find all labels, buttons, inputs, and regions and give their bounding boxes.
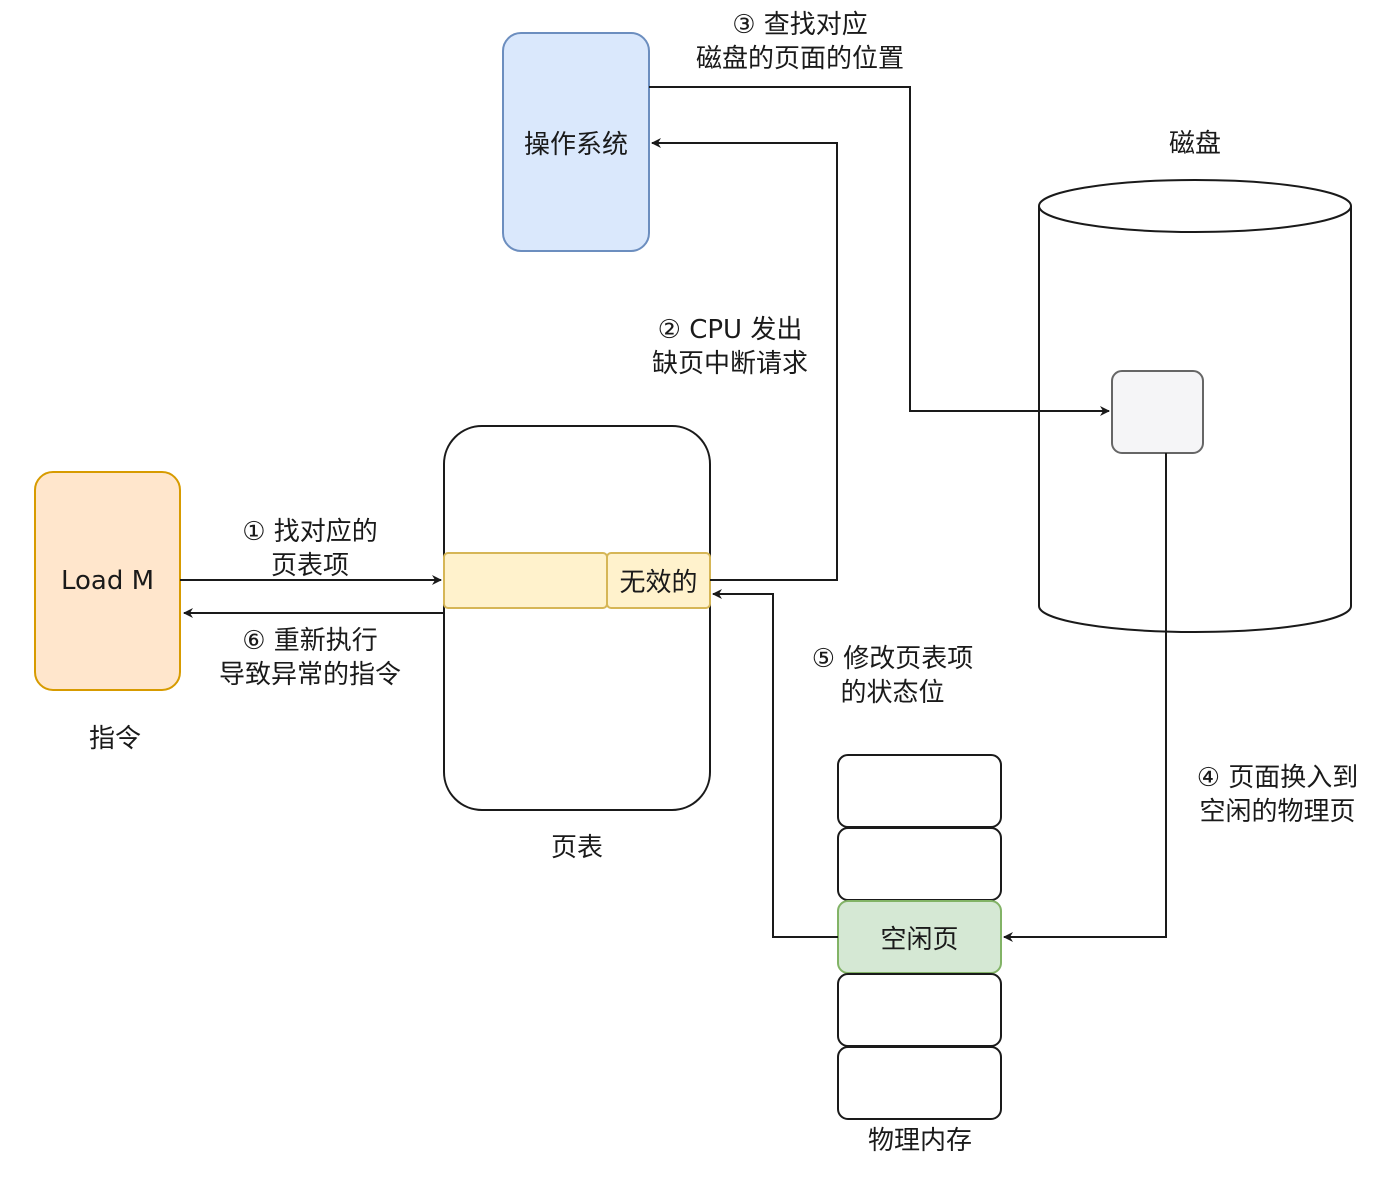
disk-caption: 磁盘 (1168, 129, 1221, 159)
free-page-label: 空闲页 (880, 924, 959, 955)
step-3-line-1: ③ 查找对应 (732, 10, 868, 40)
memory-page (837, 1046, 1002, 1120)
disk-page-block (1111, 370, 1204, 454)
step-2-line-2: 缺页中断请求 (651, 349, 808, 379)
invalid-label: 无效的 (619, 568, 698, 598)
instruction-caption: 指令 (88, 724, 141, 754)
step-3-label: ③ 查找对应 磁盘的页面的位置 (660, 8, 940, 76)
arrow-step-2 (651, 138, 838, 581)
page-table-caption: 页表 (550, 833, 603, 863)
os-label: 操作系统 (523, 129, 628, 160)
step-4-line-2: 空闲的物理页 (1199, 797, 1356, 827)
step-5-line-1: ⑤ 修改页表项 (811, 644, 974, 674)
memory-page (837, 754, 1002, 828)
arrow-step-4 (1003, 453, 1167, 942)
step-1-line-1: ① 找对应的 (242, 517, 378, 547)
step-1-label: ① 找对应的 页表项 (200, 515, 420, 583)
step-2-label: ② CPU 发出 缺页中断请求 (615, 313, 845, 381)
memory-page (837, 827, 1002, 901)
memory-caption: 物理内存 (867, 1126, 972, 1156)
step-2-line-1: ② CPU 发出 (657, 315, 803, 345)
memory-page (837, 973, 1002, 1047)
os-box (502, 32, 650, 252)
arrow-step-3 (649, 86, 1110, 416)
arrow-step-5 (712, 589, 838, 938)
step-6-line-2: 导致异常的指令 (218, 660, 401, 690)
page-table-box (443, 425, 711, 811)
physical-memory-stack (837, 754, 1002, 1120)
step-6-line-1: ⑥ 重新执行 (242, 626, 378, 656)
step-4-line-1: ④ 页面换入到 (1196, 763, 1359, 793)
step-4-label: ④ 页面换入到 空闲的物理页 (1170, 761, 1385, 829)
step-5-line-2: 的状态位 (840, 678, 945, 708)
step-1-line-2: 页表项 (270, 551, 349, 581)
instruction-label: Load M (60, 566, 155, 596)
page-table-entry (443, 552, 608, 609)
step-6-label: ⑥ 重新执行 导致异常的指令 (190, 624, 430, 692)
step-3-line-2: 磁盘的页面的位置 (695, 44, 904, 74)
step-5-label: ⑤ 修改页表项 的状态位 (785, 642, 1000, 710)
